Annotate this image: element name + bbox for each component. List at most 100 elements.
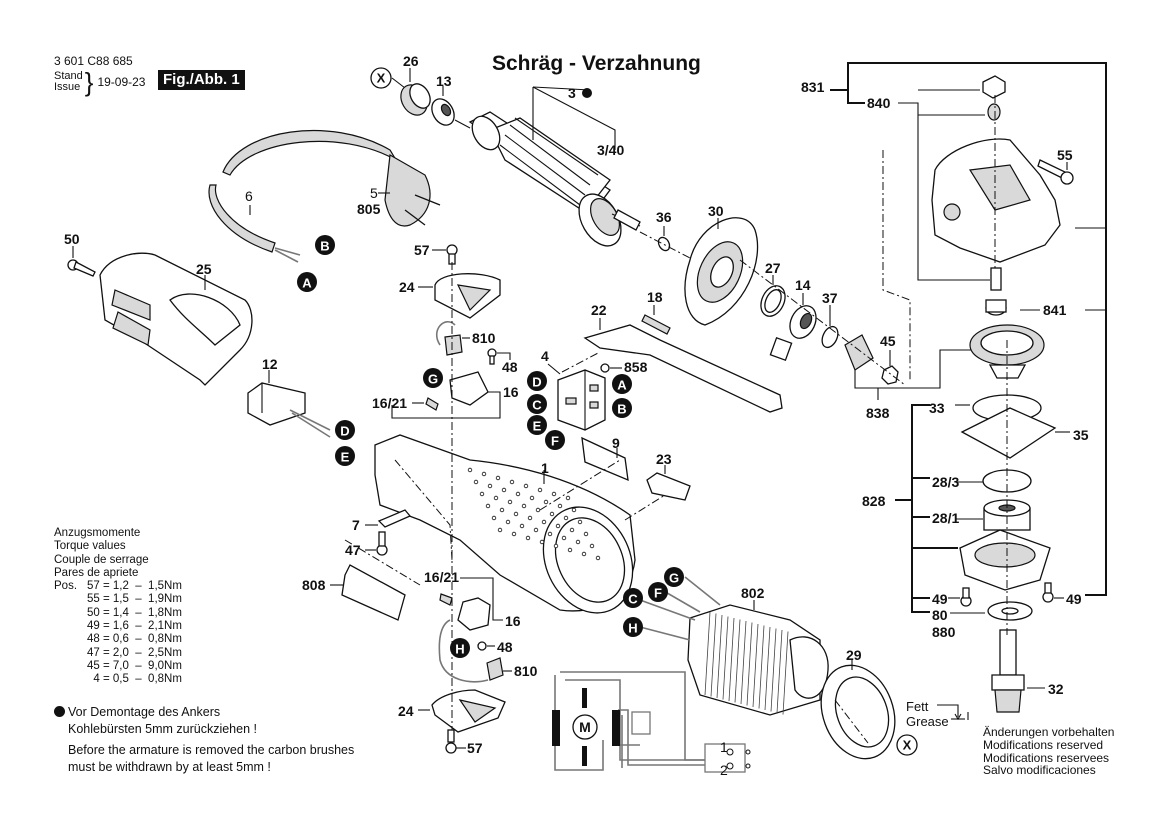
part-858-screw[interactable] [600, 363, 622, 373]
part-810-carbon-brush-upper[interactable] [435, 321, 470, 356]
vent-hole [577, 519, 583, 525]
part-28-3-circlip[interactable] [955, 469, 1032, 493]
part-808-label[interactable] [330, 564, 406, 621]
part-24-brush-cover-lower[interactable] [418, 689, 506, 733]
field-coil-right-symbol [612, 710, 620, 746]
part-27-ring[interactable] [756, 275, 789, 320]
part-47-screw[interactable] [365, 531, 388, 556]
part-26-fan-bearing-cap[interactable] [391, 68, 434, 120]
part-36-washer[interactable] [639, 226, 691, 259]
svg-text:E: E [341, 450, 350, 465]
vent-hole [495, 475, 501, 481]
part-80-washer[interactable] [950, 601, 1033, 621]
part-49-screw-right[interactable] [1042, 582, 1064, 603]
part-57-screw-upper[interactable] [432, 244, 458, 265]
stand-issue-labels: Stand Issue [54, 71, 83, 93]
part-50-screw[interactable] [67, 246, 96, 277]
svg-text:D: D [532, 375, 541, 390]
part-16-21-spring-lower[interactable] [439, 577, 503, 621]
issue-block: Stand Issue } 19-09-23 [54, 69, 145, 95]
part-840-spring[interactable] [987, 103, 1001, 121]
part-828-flange[interactable] [959, 529, 1051, 591]
part-label-840: 840 [867, 95, 891, 111]
part-5-plug[interactable] [378, 154, 441, 227]
part-9-label[interactable] [581, 436, 629, 482]
torque-heading-de: Anzugsmomente [54, 527, 141, 539]
part-3-armature[interactable] [454, 111, 641, 253]
torque-row: 55 = 1,5 – 1,9Nm [54, 593, 182, 606]
mods-fr: Modifications reservees [983, 750, 1110, 765]
vent-hole [565, 495, 571, 501]
vent-hole [567, 547, 573, 553]
part-7-clip[interactable] [365, 509, 412, 528]
part-14-bearing[interactable] [769, 293, 821, 362]
bullet-icon [54, 706, 65, 717]
torque-value: 4 = 0,5 – 0,8Nm [87, 673, 182, 686]
part-16-brush-holder-upper[interactable] [391, 371, 501, 419]
part-18-spring[interactable] [641, 305, 671, 335]
part-37-washer[interactable] [819, 305, 841, 350]
part-12-capacitor[interactable] [247, 370, 331, 438]
svg-text:G: G [428, 372, 438, 387]
part-label-47: 47 [345, 542, 361, 558]
part-label-57b: 57 [467, 740, 483, 756]
suppressor-symbol [631, 711, 651, 735]
part-label-27: 27 [765, 260, 781, 276]
part-label-28-1: 28/1 [932, 510, 959, 526]
part-25-rear-cover[interactable] [99, 252, 253, 386]
part-4-switch[interactable] [547, 351, 606, 431]
part-57-screw-lower[interactable] [445, 729, 466, 754]
coil-lamination-lines [704, 611, 789, 715]
vent-hole [537, 487, 543, 493]
vent-hole [589, 543, 595, 549]
part-48-screw-upper[interactable] [487, 348, 511, 365]
part-gear-housing[interactable] [931, 95, 1061, 275]
torque-heading-en: Torque values [54, 540, 126, 553]
coil-line [758, 625, 765, 709]
part-45-nut[interactable] [739, 259, 906, 386]
vent-hole [539, 539, 545, 545]
part-841-bushing[interactable] [985, 299, 1007, 316]
vent-hole [515, 491, 521, 497]
part-6-power-cable[interactable] [208, 129, 398, 263]
torque-table: Anzugsmomente Torque values Couple de se… [54, 527, 182, 687]
part-32-spindle[interactable] [991, 629, 1045, 713]
vent-hole [501, 487, 507, 493]
part-840-cap[interactable] [982, 75, 1006, 99]
connector-marker-h: H [623, 617, 643, 637]
part-1-motor-housing[interactable] [374, 434, 649, 628]
part-label-4: 4 [541, 348, 549, 364]
switch-terminal-2: 2 [720, 762, 728, 778]
part-49-screw-left[interactable] [948, 587, 972, 607]
part-16-brush-holder-lower[interactable] [457, 597, 491, 631]
part-13-ball-bearing[interactable] [427, 86, 458, 129]
part-22-switch-rod[interactable] [583, 318, 783, 413]
part-29-air-guide-ring[interactable] [809, 655, 908, 769]
part-838-pinion[interactable] [844, 334, 973, 400]
torque-value: 57 = 1,2 – 1,5Nm [87, 580, 182, 593]
part-802-field-coil[interactable] [687, 600, 829, 716]
part-label-810a: 810 [472, 330, 496, 346]
part-840-pin[interactable] [990, 267, 1002, 291]
leader-840-pin [898, 102, 990, 281]
part-24-brush-cover-upper[interactable] [418, 273, 501, 319]
part-35-gasket[interactable] [960, 407, 1070, 459]
part-30-bearing-flange[interactable] [684, 217, 759, 326]
torque-value: 55 = 1,5 – 1,9Nm [87, 593, 182, 606]
part-23-cover[interactable] [646, 465, 691, 501]
part-16-21-spring-upper[interactable] [412, 397, 439, 411]
svg-text:F: F [551, 434, 559, 449]
part-label-1: 1 [541, 460, 549, 476]
coil-line [740, 620, 747, 705]
part-48-screw-lower[interactable] [477, 641, 495, 651]
part-55-screw[interactable] [1037, 159, 1074, 185]
connector-marker-g: G [664, 567, 684, 587]
connector-marker-d: D [335, 420, 355, 440]
part-810-carbon-brush-lower[interactable] [438, 619, 512, 683]
part-label-80: 80 [932, 607, 948, 623]
vent-hole [529, 495, 535, 501]
part-label-33: 33 [929, 400, 945, 416]
connector-marker-b: B [315, 235, 335, 255]
part-label-828: 828 [862, 493, 886, 509]
part-28-1-bearing[interactable] [955, 499, 1031, 531]
